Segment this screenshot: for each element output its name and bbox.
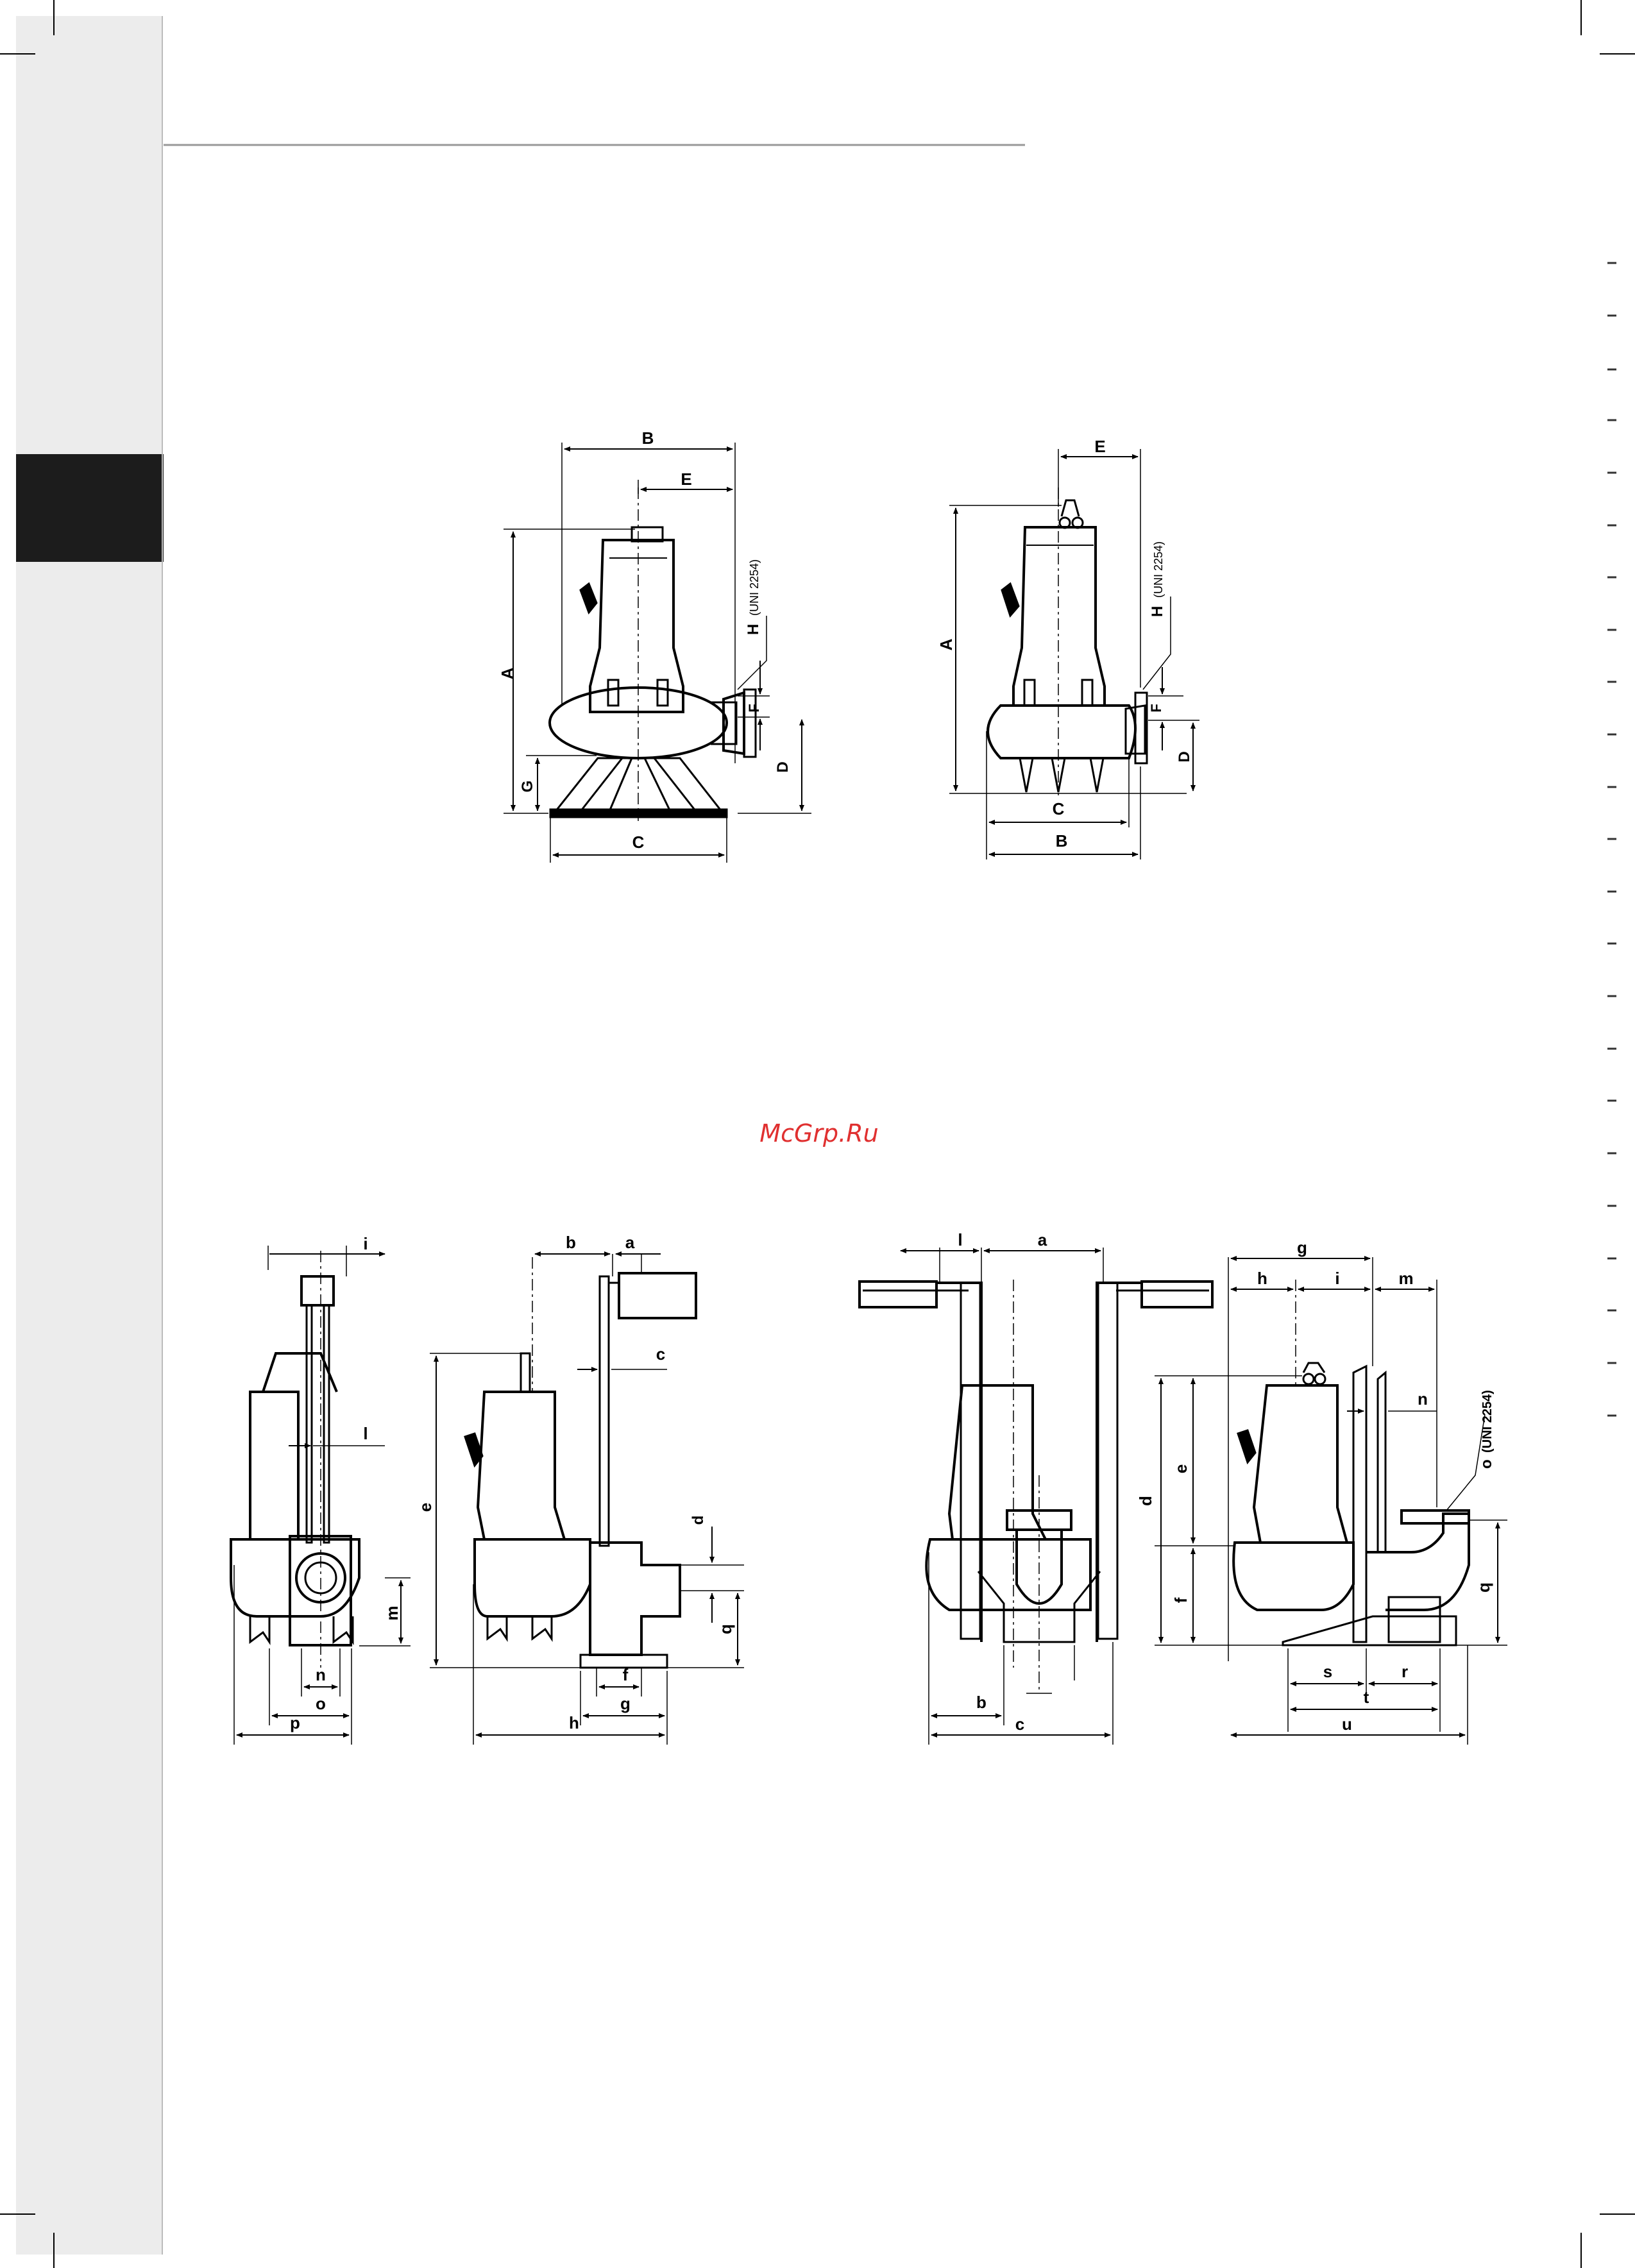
dim-d: d: [1136, 1496, 1155, 1506]
dim-E: E: [1094, 437, 1105, 456]
dim-b: b: [976, 1693, 987, 1712]
dim-B: B: [642, 428, 654, 448]
figure-twin-rail-front: [860, 1248, 1212, 1745]
dim-i: i: [363, 1234, 368, 1253]
dim-C: C: [632, 833, 645, 852]
dim-D: D: [1176, 751, 1193, 762]
dim-r: r: [1402, 1662, 1408, 1681]
dim-F: F: [746, 704, 762, 712]
dim-i: i: [1335, 1269, 1339, 1288]
figure-pump-on-feet: [949, 449, 1199, 859]
dim-e: e: [416, 1503, 435, 1512]
figure-pump-on-feet-labels: E A F D C B H (UNI 2254): [936, 437, 1193, 851]
dim-b: b: [566, 1233, 576, 1252]
dim-F: F: [1148, 704, 1164, 712]
dim-C: C: [1053, 799, 1065, 818]
dim-h: h: [569, 1713, 579, 1732]
dim-A: A: [936, 638, 956, 650]
dim-e: e: [1171, 1464, 1190, 1473]
watermark: McGrp.Ru: [759, 1119, 878, 1147]
dim-G: G: [519, 781, 536, 793]
dim-g: g: [1297, 1238, 1307, 1257]
dim-A: A: [498, 667, 517, 679]
dim-f: f: [623, 1665, 629, 1684]
flange-standard: (UNI 2254): [748, 559, 761, 616]
flange-standard: (UNI 2254): [1152, 541, 1165, 598]
dim-t: t: [1364, 1688, 1369, 1707]
flange-standard: (UNI 2254): [1480, 1390, 1495, 1453]
dim-a: a: [1038, 1230, 1047, 1249]
dim-D: D: [774, 761, 792, 772]
dim-g: g: [620, 1694, 631, 1713]
dim-n: n: [316, 1665, 326, 1684]
right-edge-ticks: [1607, 263, 1616, 1416]
figure-pump-on-stand-labels: B E A G F D C H (UNI 2254): [498, 428, 792, 852]
left-margin-strip: [16, 16, 162, 2255]
dim-m: m: [1398, 1269, 1413, 1288]
dim-a: a: [625, 1233, 635, 1252]
section-tab: [16, 454, 164, 562]
figure-pump-on-stand: [504, 443, 811, 863]
dim-l: l: [958, 1230, 962, 1249]
flange-o-label: o: [1478, 1459, 1495, 1469]
dim-c: c: [656, 1344, 665, 1364]
figure-guide-rail-side: [430, 1254, 744, 1745]
dim-d: d: [690, 1516, 707, 1525]
dim-B: B: [1056, 831, 1068, 851]
dim-l: l: [363, 1424, 368, 1443]
dim-E: E: [681, 470, 691, 489]
figure-discharge-foot-side-labels: g h i m n d e f o (UNI 2254) q s r t u: [1136, 1238, 1495, 1734]
dim-s: s: [1323, 1662, 1332, 1681]
flange-H-label: H: [1149, 606, 1166, 617]
dim-o: o: [316, 1694, 326, 1713]
dim-m: m: [382, 1605, 402, 1620]
dim-p: p: [290, 1713, 300, 1732]
flange-H-label: H: [745, 624, 762, 635]
dim-u: u: [1342, 1714, 1352, 1734]
dim-q: q: [716, 1624, 735, 1634]
dim-c: c: [1015, 1714, 1024, 1734]
dim-q: q: [1474, 1582, 1493, 1593]
dim-h: h: [1257, 1269, 1267, 1288]
dim-n: n: [1418, 1389, 1428, 1409]
figure-guide-rail-side-labels: b a c d e q f g h: [416, 1233, 735, 1732]
dim-f: f: [1171, 1597, 1190, 1603]
